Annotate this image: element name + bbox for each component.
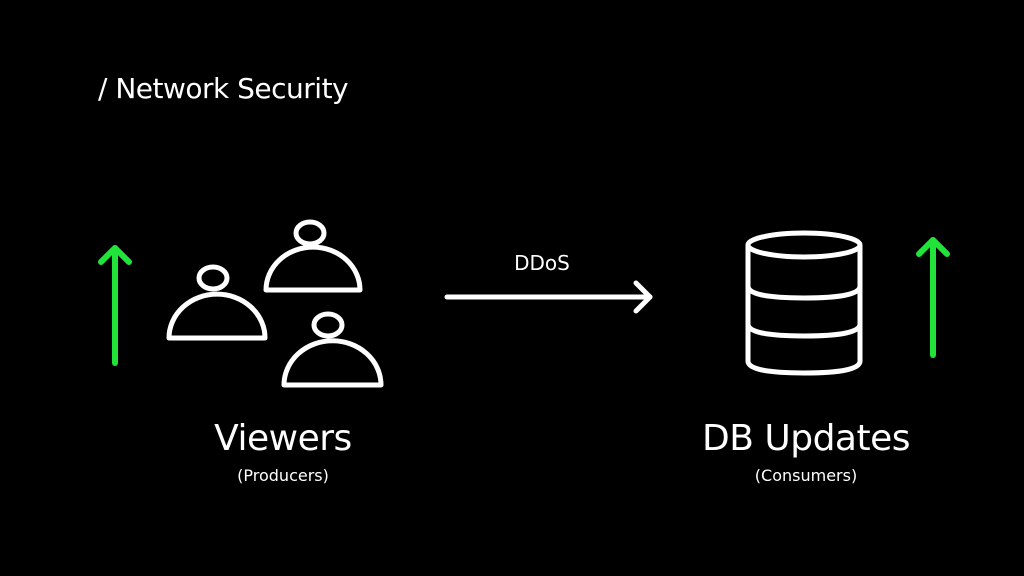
producers-subtitle: (Producers) bbox=[237, 466, 329, 485]
producers-title: Viewers bbox=[214, 418, 352, 459]
consumers-title: DB Updates bbox=[702, 418, 911, 459]
database-icon bbox=[745, 230, 863, 376]
consumers-subtitle: (Consumers) bbox=[754, 466, 858, 485]
arrow-right-icon bbox=[444, 280, 653, 314]
producers-arrow-up-icon bbox=[98, 245, 132, 366]
breadcrumb: / Network Security bbox=[98, 72, 349, 105]
users-group-icon bbox=[166, 219, 384, 388]
consumers-arrow-up-icon bbox=[916, 237, 950, 358]
connection-label: DDoS bbox=[514, 251, 570, 275]
